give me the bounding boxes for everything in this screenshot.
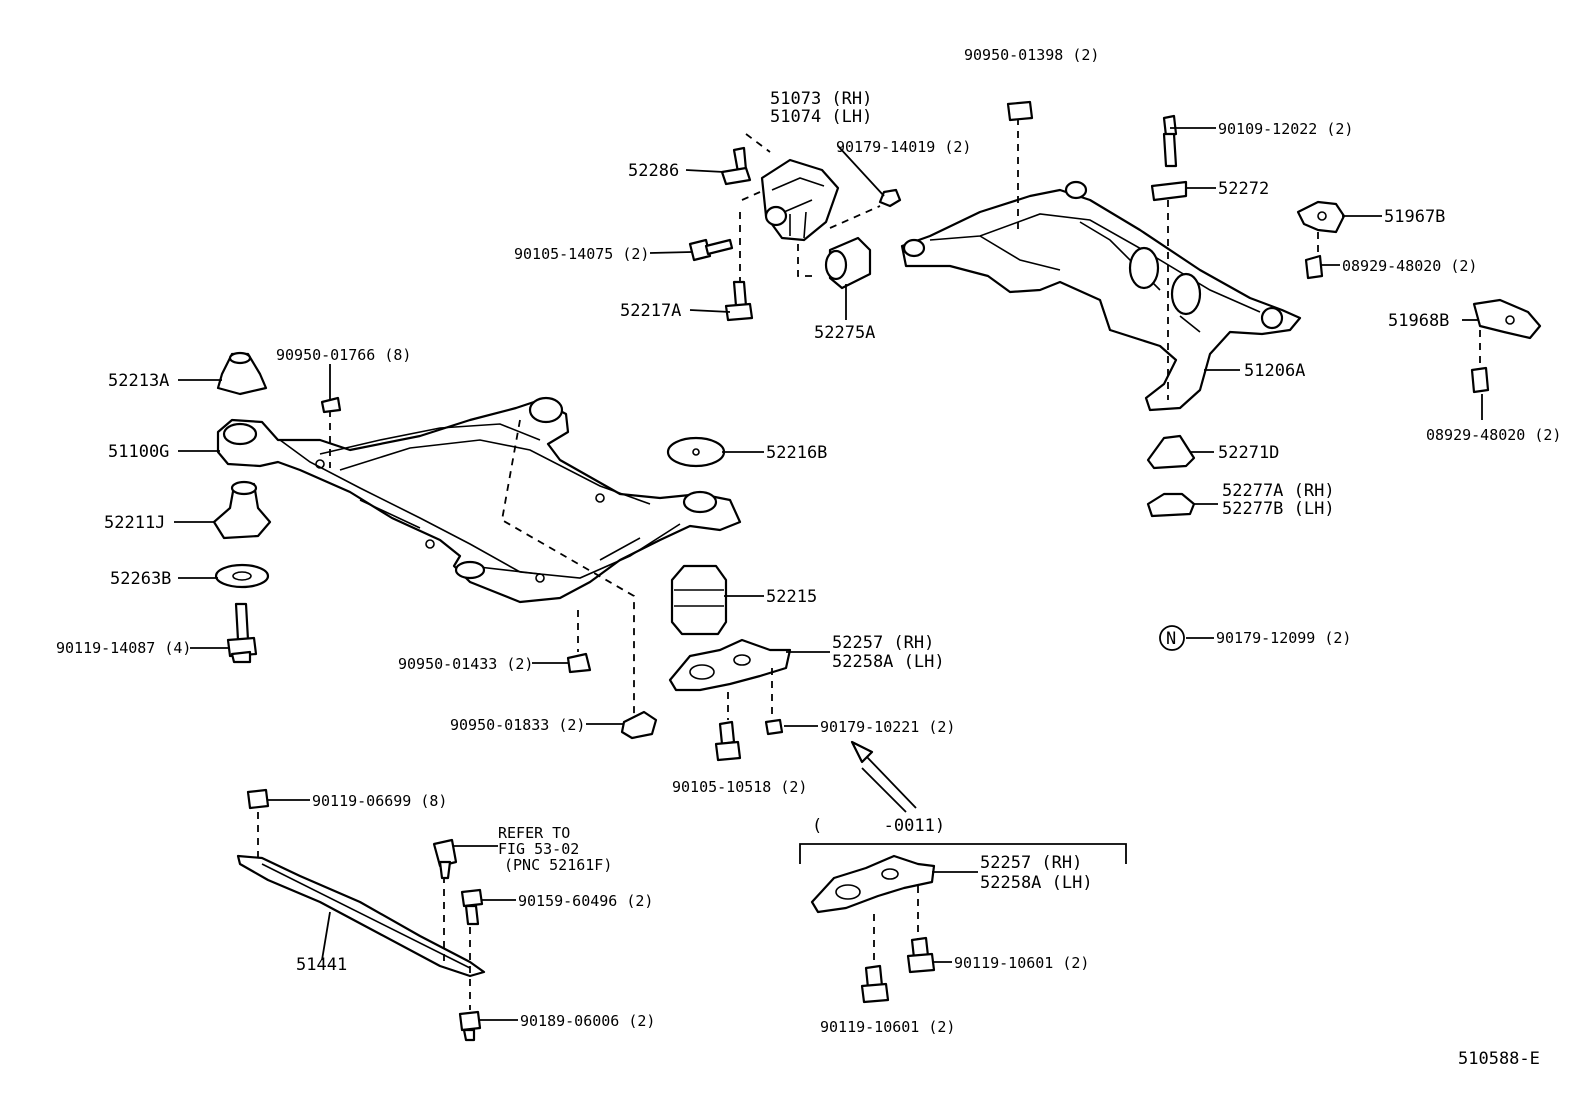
bracket-group-right: [1296, 200, 1542, 394]
variant-box-group: [799, 843, 1127, 1004]
label-52217A: 52217A: [620, 301, 681, 321]
label-90189-06006: 90189-06006 (2): [520, 1012, 655, 1030]
label-90179-12099: 90179-12099 (2): [1216, 629, 1351, 647]
refer-line-3: (PNC 52161F): [504, 856, 612, 874]
refer-line-2: FIG 53-02: [498, 840, 579, 858]
label-52213A: 52213A: [108, 371, 169, 391]
label-52257-b: 52257 (RH): [980, 853, 1082, 873]
label-52272: 52272: [1218, 179, 1269, 199]
label-52258A-a: 52258A (LH): [832, 652, 945, 672]
label-52277B: 52277B (LH): [1222, 499, 1335, 519]
label-90119-06699: 90119-06699 (8): [312, 792, 447, 810]
label-90105-14075: 90105-14075 (2): [514, 245, 649, 263]
label-51100G: 51100G: [108, 442, 169, 462]
front-suspension-member: [216, 396, 742, 716]
label-52258A-b: 52258A (LH): [980, 873, 1093, 893]
part-labels: 51073 (RH) 51074 (LH) 90950-01398 (2) 90…: [56, 46, 1561, 1069]
label-90950-01433: 90950-01433 (2): [398, 655, 533, 673]
stiffener-plate-group: [236, 788, 486, 1042]
label-90109-12022: 90109-12022 (2): [1218, 120, 1353, 138]
label-90950-01833: 90950-01833 (2): [450, 716, 585, 734]
rear-suspension-member: [900, 100, 1302, 518]
arrow-indicator: [850, 740, 917, 813]
label-51073: 51073 (RH): [770, 89, 872, 109]
label-52216B: 52216B: [766, 443, 827, 463]
label-90950-01766: 90950-01766 (8): [276, 346, 411, 364]
n-mark-label: N: [1166, 629, 1176, 649]
n-mark-circle: [1159, 625, 1185, 651]
label-90179-10221: 90179-10221 (2): [820, 718, 955, 736]
label-90105-10518: 90105-10518 (2): [672, 778, 807, 796]
label-52275A: 52275A: [814, 323, 875, 343]
range-label: ( -0011): [812, 816, 945, 836]
label-52286: 52286: [628, 161, 679, 181]
label-08929-48020-a: 08929-48020 (2): [1342, 257, 1477, 275]
label-51968B: 51968B: [1388, 311, 1449, 331]
label-51967B: 51967B: [1384, 207, 1445, 227]
figure-code: 510588-E: [1458, 1049, 1540, 1069]
label-08929-48020-b: 08929-48020 (2): [1426, 426, 1561, 444]
engine-mount-bracket-group: [688, 133, 902, 322]
label-90950-01398: 90950-01398 (2): [964, 46, 1099, 64]
label-90119-14087: 90119-14087 (4): [56, 639, 191, 657]
label-90159-60496: 90159-60496 (2): [518, 892, 653, 910]
label-51441: 51441: [296, 955, 347, 975]
label-51074: 51074 (LH): [770, 107, 872, 127]
label-90179-14019: 90179-14019 (2): [836, 138, 971, 156]
label-52211J: 52211J: [104, 513, 165, 533]
left-mount-parts: [212, 351, 342, 664]
label-52271D: 52271D: [1218, 443, 1279, 463]
label-52277A: 52277A (RH): [1222, 481, 1335, 501]
label-52257-a: 52257 (RH): [832, 633, 934, 653]
leader-lines: [174, 127, 1483, 1021]
label-52215: 52215: [766, 587, 817, 607]
label-51206A: 51206A: [1244, 361, 1305, 381]
refer-line-1: REFER TO: [498, 824, 570, 842]
center-mount-parts: [566, 436, 792, 762]
label-90119-10601-b: 90119-10601 (2): [820, 1018, 955, 1036]
label-90119-10601-a: 90119-10601 (2): [954, 954, 1089, 972]
label-52263B: 52263B: [110, 569, 171, 589]
